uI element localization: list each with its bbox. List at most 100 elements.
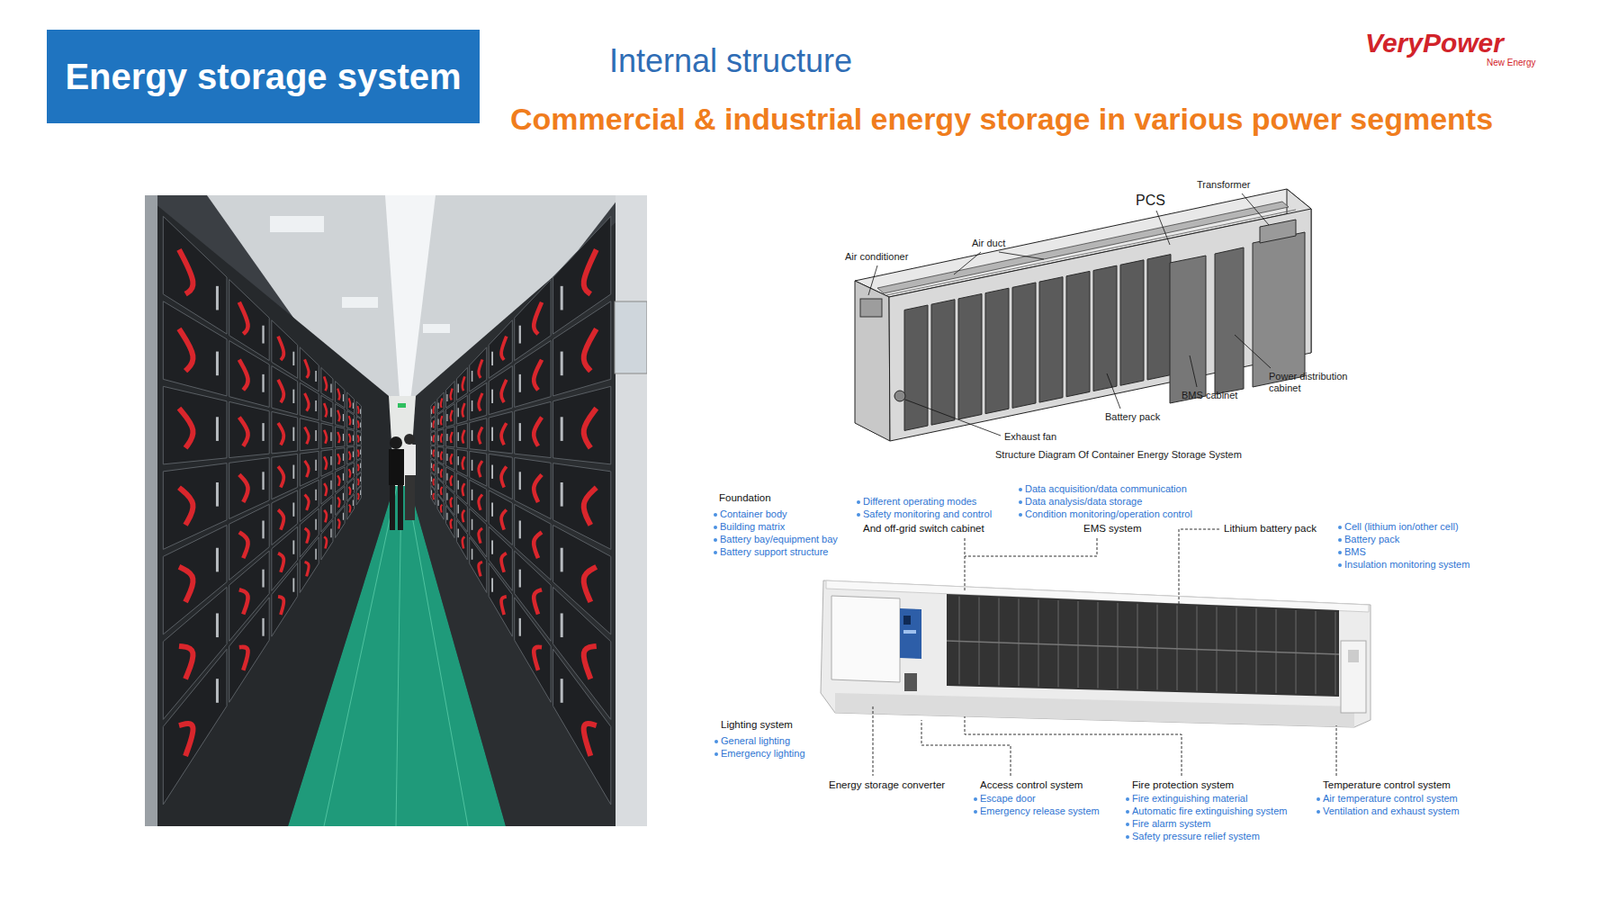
battery-room-photo-part-part [352, 402, 354, 409]
callout-heading: Access control system [979, 779, 1083, 792]
battery-room-photo-part-part [491, 351, 494, 366]
bullet-dot [713, 550, 718, 555]
slide-title: Energy storage system [64, 56, 461, 98]
container-rendering-part-part [959, 596, 961, 685]
container-structure-drawing-part [998, 251, 1044, 260]
container-structure-drawing-part [1241, 193, 1269, 225]
battery-room-photo-part-part [584, 249, 597, 294]
battery-room-photo-part [397, 485, 404, 531]
battery-room-photo-part-part [446, 426, 456, 448]
battery-room-photo-part-part [431, 490, 432, 495]
bullet-text: Data acquisition/data communication [1024, 483, 1187, 495]
battery-room-photo-part-part [450, 519, 453, 530]
leader-lines-part [964, 538, 966, 593]
battery-room-photo-part-part [352, 434, 354, 441]
battery-room-photo-part-part [323, 403, 327, 417]
battery-room-photo-part-part [471, 370, 474, 382]
battery-room-photo-part [397, 403, 406, 408]
battery-room-photo-part-part [179, 723, 194, 756]
battery-room-photo-part-part [514, 597, 551, 702]
bullet-dot [1316, 797, 1321, 801]
container-rendering-part-part [1078, 601, 1079, 688]
battery-room-photo-part-part [357, 478, 359, 486]
battery-room-photo-part-part [491, 465, 494, 479]
bullet-item: Emergency lighting [720, 747, 806, 760]
battery-room-photo-part-part [321, 422, 333, 449]
part-label: Exhaust fan [1004, 431, 1057, 443]
bullet-item: Insulation monitoring system [1344, 558, 1470, 571]
battery-room-photo-part-part [478, 393, 483, 412]
battery-room-photo-part-part [359, 422, 361, 427]
bullet-text: Container body [719, 508, 788, 520]
container-rendering-part-part [1097, 602, 1099, 689]
container-rendering-part-part [1276, 609, 1277, 693]
container-rendering-part [831, 595, 900, 683]
battery-room-photo-part-part [501, 596, 507, 615]
battery-room-photo-part-part [314, 489, 317, 501]
battery-room-photo-part-part [356, 416, 361, 432]
bullet-item: Battery support structure [719, 546, 828, 558]
bullet-dot [1018, 512, 1023, 517]
battery-room-photo-part-part [432, 420, 434, 428]
bullet-dot [1338, 538, 1342, 542]
battery-room-photo-part-part [469, 418, 487, 451]
battery-room-photo-part-part [330, 407, 332, 417]
container-rendering-part [946, 593, 1340, 697]
battery-room-photo-part-part [478, 359, 483, 378]
battery-room-photo-part-part [321, 449, 333, 477]
bullet-text: BMS [1344, 546, 1367, 558]
battery-room-photo-part-part [471, 459, 474, 471]
callout-heading: Temperature control system [1322, 779, 1451, 792]
battery-room-photo-part-part [478, 494, 483, 511]
battery-room-photo-part-part [533, 531, 542, 558]
battery-room-photo-part-part [438, 499, 440, 506]
container-structure-drawing-part [1156, 210, 1170, 245]
container-structure-drawing-part-part [985, 287, 1009, 414]
battery-room-photo-part-part [349, 433, 351, 443]
battery-room-photo-part-part [215, 482, 219, 507]
battery-room-photo-part-part [261, 471, 264, 490]
container-rendering-part-part [1137, 603, 1139, 690]
battery-room-photo-part-part [278, 466, 284, 487]
battery-room-photo-part-part [347, 494, 355, 520]
bullet-item: Container body [719, 508, 788, 521]
battery-room-photo-part-part [432, 449, 434, 457]
battery-room-photo-part-part [560, 612, 564, 638]
battery-room-photo-part-part [437, 446, 444, 465]
battery-room-photo-part-part [478, 528, 483, 544]
battery-room-photo-part-part [292, 502, 295, 516]
battery-room-photo-part-part [456, 449, 468, 477]
battery-room-photo-part-part [446, 473, 448, 481]
battery-room-photo-part-part [432, 478, 434, 486]
bullet-text: Automatic fire extinguishing system [1132, 805, 1287, 817]
bullet-dot [1018, 500, 1023, 504]
bullet-text: Fire alarm system [1132, 817, 1211, 829]
battery-room-photo-part-part [271, 563, 298, 638]
bullet-text: Condition monitoring/operation control [1024, 508, 1193, 520]
bullet-dot [973, 809, 978, 814]
battery-room-photo-part-part [560, 678, 564, 703]
battery-room-photo-part-part [491, 577, 494, 592]
leader-lines-part [921, 719, 1011, 776]
battery-room-photo-part-part [179, 487, 194, 526]
bullet-dot [973, 797, 978, 801]
container-structure-drawing-part-part [1120, 260, 1144, 386]
container-structure-drawing-part [1234, 334, 1271, 369]
battery-room-photo-part-part [438, 418, 440, 425]
battery-room-photo-part [614, 301, 648, 374]
battery-room-photo-part-part [337, 453, 340, 465]
headline: Commercial & industrial energy storage i… [510, 100, 1493, 138]
battery-room-photo-part-part [261, 325, 264, 344]
battery-room-photo-part-part [584, 723, 597, 756]
battery-room-photo-part-part [292, 427, 295, 441]
battery-room-photo-part-part [349, 397, 351, 407]
battery-room-photo-part-part [469, 537, 487, 594]
battery-room-photo-part-part [162, 301, 227, 396]
battery-room-photo-part-part [292, 539, 295, 554]
battery-room-photo-part-part [162, 648, 227, 805]
battery-room-photo-part-part [431, 408, 432, 414]
battery-room-photo-part-part [437, 392, 444, 414]
battery-room-photo-part-part [330, 504, 332, 514]
bullet-dot [713, 525, 718, 530]
leader-lines [872, 529, 1337, 776]
